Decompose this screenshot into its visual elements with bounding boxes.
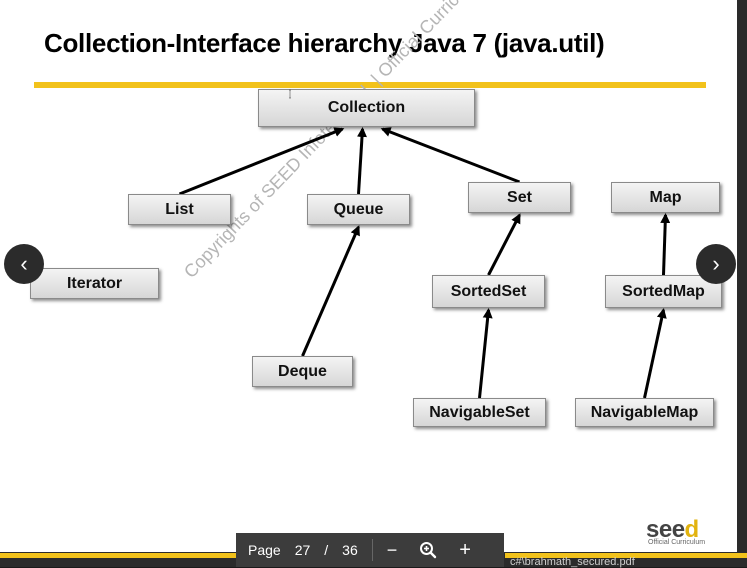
node-label: SortedMap bbox=[622, 282, 705, 300]
current-page-input[interactable]: 27 bbox=[294, 542, 311, 558]
arrow-list-to-collection bbox=[178, 127, 345, 196]
next-slide-button[interactable]: › bbox=[696, 244, 736, 284]
logo-accent: d bbox=[684, 516, 700, 543]
bottom-accent-right bbox=[505, 553, 747, 558]
node-deque: Deque bbox=[252, 356, 353, 387]
node-iterator: Iterator bbox=[30, 268, 159, 299]
node-label: Queue bbox=[333, 200, 384, 218]
text-cursor-icon bbox=[289, 89, 291, 99]
arrow-navigableset-to-sortedset bbox=[478, 308, 493, 399]
node-collection: Collection bbox=[258, 89, 475, 127]
background-filename: c#\brahmath_secured.pdf bbox=[510, 556, 635, 568]
node-label: Map bbox=[649, 188, 682, 206]
chevron-right-icon: › bbox=[712, 251, 720, 276]
arrow-sortedmap-to-map bbox=[660, 213, 671, 276]
node-map: Map bbox=[611, 182, 720, 213]
node-label: Iterator bbox=[66, 274, 123, 292]
magnifier-plus-icon bbox=[420, 542, 437, 559]
zoom-in-button[interactable]: + bbox=[459, 538, 471, 561]
logo-tagline: Official Curriculum bbox=[648, 539, 706, 546]
node-label: Deque bbox=[278, 362, 327, 380]
node-sortedset: SortedSet bbox=[432, 275, 545, 308]
zoom-out-button[interactable]: − bbox=[386, 539, 398, 560]
arrow-navigablemap-to-sortedmap bbox=[643, 308, 667, 399]
pdf-toolbar: Page 27 / 36 − + bbox=[236, 533, 504, 567]
node-navigablemap: NavigableMap bbox=[575, 398, 714, 427]
logo-text: see bbox=[646, 516, 685, 543]
total-pages: 36 bbox=[342, 542, 358, 558]
node-label: NavigableSet bbox=[429, 403, 530, 421]
arrow-queue-to-collection bbox=[357, 127, 367, 195]
node-label: SortedSet bbox=[450, 282, 527, 300]
node-label: Collection bbox=[327, 99, 406, 116]
page-label: Page bbox=[248, 542, 281, 558]
viewer-right-edge bbox=[737, 0, 747, 567]
arrow-deque-to-queue bbox=[301, 225, 360, 357]
arrow-sortedset-to-set bbox=[487, 213, 521, 276]
node-set: Set bbox=[468, 182, 571, 213]
node-label: List bbox=[165, 200, 194, 218]
seed-logo: seed bbox=[646, 516, 699, 544]
node-navigableset: NavigableSet bbox=[413, 398, 546, 427]
chevron-left-icon: ‹ bbox=[20, 251, 28, 276]
slide-title: Collection-Interface hierarchy Java 7 (j… bbox=[44, 28, 605, 58]
title-underline bbox=[34, 82, 706, 88]
node-list: List bbox=[128, 194, 231, 225]
node-sortedmap: SortedMap bbox=[605, 275, 722, 308]
node-label: NavigableMap bbox=[590, 403, 699, 421]
arrow-set-to-collection bbox=[380, 127, 521, 184]
prev-slide-button[interactable]: ‹ bbox=[4, 244, 44, 284]
node-queue: Queue bbox=[307, 194, 410, 225]
bottom-accent-left bbox=[0, 553, 240, 558]
node-label: Set bbox=[507, 188, 532, 206]
toolbar-divider bbox=[371, 539, 373, 561]
zoom-fit-button[interactable] bbox=[419, 541, 437, 559]
page-separator: / bbox=[324, 542, 329, 558]
